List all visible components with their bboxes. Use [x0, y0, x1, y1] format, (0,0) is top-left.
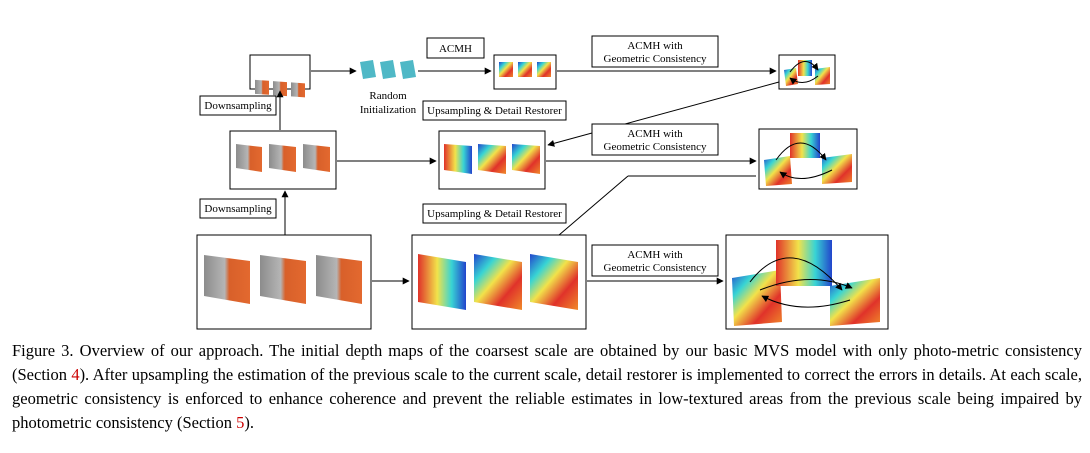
caption-part-3: ). [244, 413, 254, 432]
upsampling-label-1: Upsampling & Detail Restorer [427, 105, 562, 117]
acmh-geo-label-3a: ACMH with [627, 249, 683, 261]
caption-section-ref-2[interactable]: 5 [236, 413, 245, 432]
acmh-geo-label-1b: Geometric Consistency [604, 53, 707, 65]
downsampling-box-1 [199, 95, 277, 116]
random-initialization-maps [360, 60, 416, 79]
acmh-geo-label-2a: ACMH with [627, 128, 683, 140]
row2-depth-maps [438, 130, 546, 190]
random-init-label-1: Random [369, 90, 407, 102]
acmh-geo-label-3b: Geometric Consistency [604, 262, 707, 274]
row2-geometric-output [758, 128, 858, 190]
caption-section-ref-1[interactable]: 4 [71, 365, 80, 384]
caption-part-2: ). After upsampling the estimation of th… [12, 365, 1082, 432]
downsampling-label-1: Downsampling [204, 100, 272, 112]
downsampling-label-2: Downsampling [204, 203, 272, 215]
acmh-box [426, 37, 485, 59]
row1-geometric-output [778, 54, 836, 90]
acmh-geo-box-2 [591, 123, 719, 156]
acmh-geo-box-3 [591, 244, 719, 277]
caption-part-1: Figure 3. Overview of our approach. The … [12, 341, 1082, 384]
acmh-geo-label-2b: Geometric Consistency [604, 141, 707, 153]
upsampling-box-2 [422, 203, 567, 224]
figure-caption: Figure 3. Overview of our approach. The … [12, 339, 1082, 435]
upsampling-box-1 [422, 100, 567, 121]
row3-depth-maps [411, 234, 587, 330]
row1-depth-maps [493, 54, 557, 90]
acmh-geo-box-1 [591, 35, 719, 68]
upsampling-label-2: Upsampling & Detail Restorer [427, 208, 562, 220]
acmh-label: ACMH [439, 43, 472, 55]
approach-diagram: Random Initialization ACMH ACMH with Geo… [196, 35, 889, 330]
random-init-label-2: Initialization [360, 104, 417, 116]
row3-geometric-output [725, 234, 889, 330]
row2-input-images [229, 130, 337, 190]
row3-input-images [196, 234, 372, 330]
row1-input-images [249, 54, 311, 98]
acmh-geo-label-1a: ACMH with [627, 40, 683, 52]
downsampling-box-2 [199, 198, 277, 219]
